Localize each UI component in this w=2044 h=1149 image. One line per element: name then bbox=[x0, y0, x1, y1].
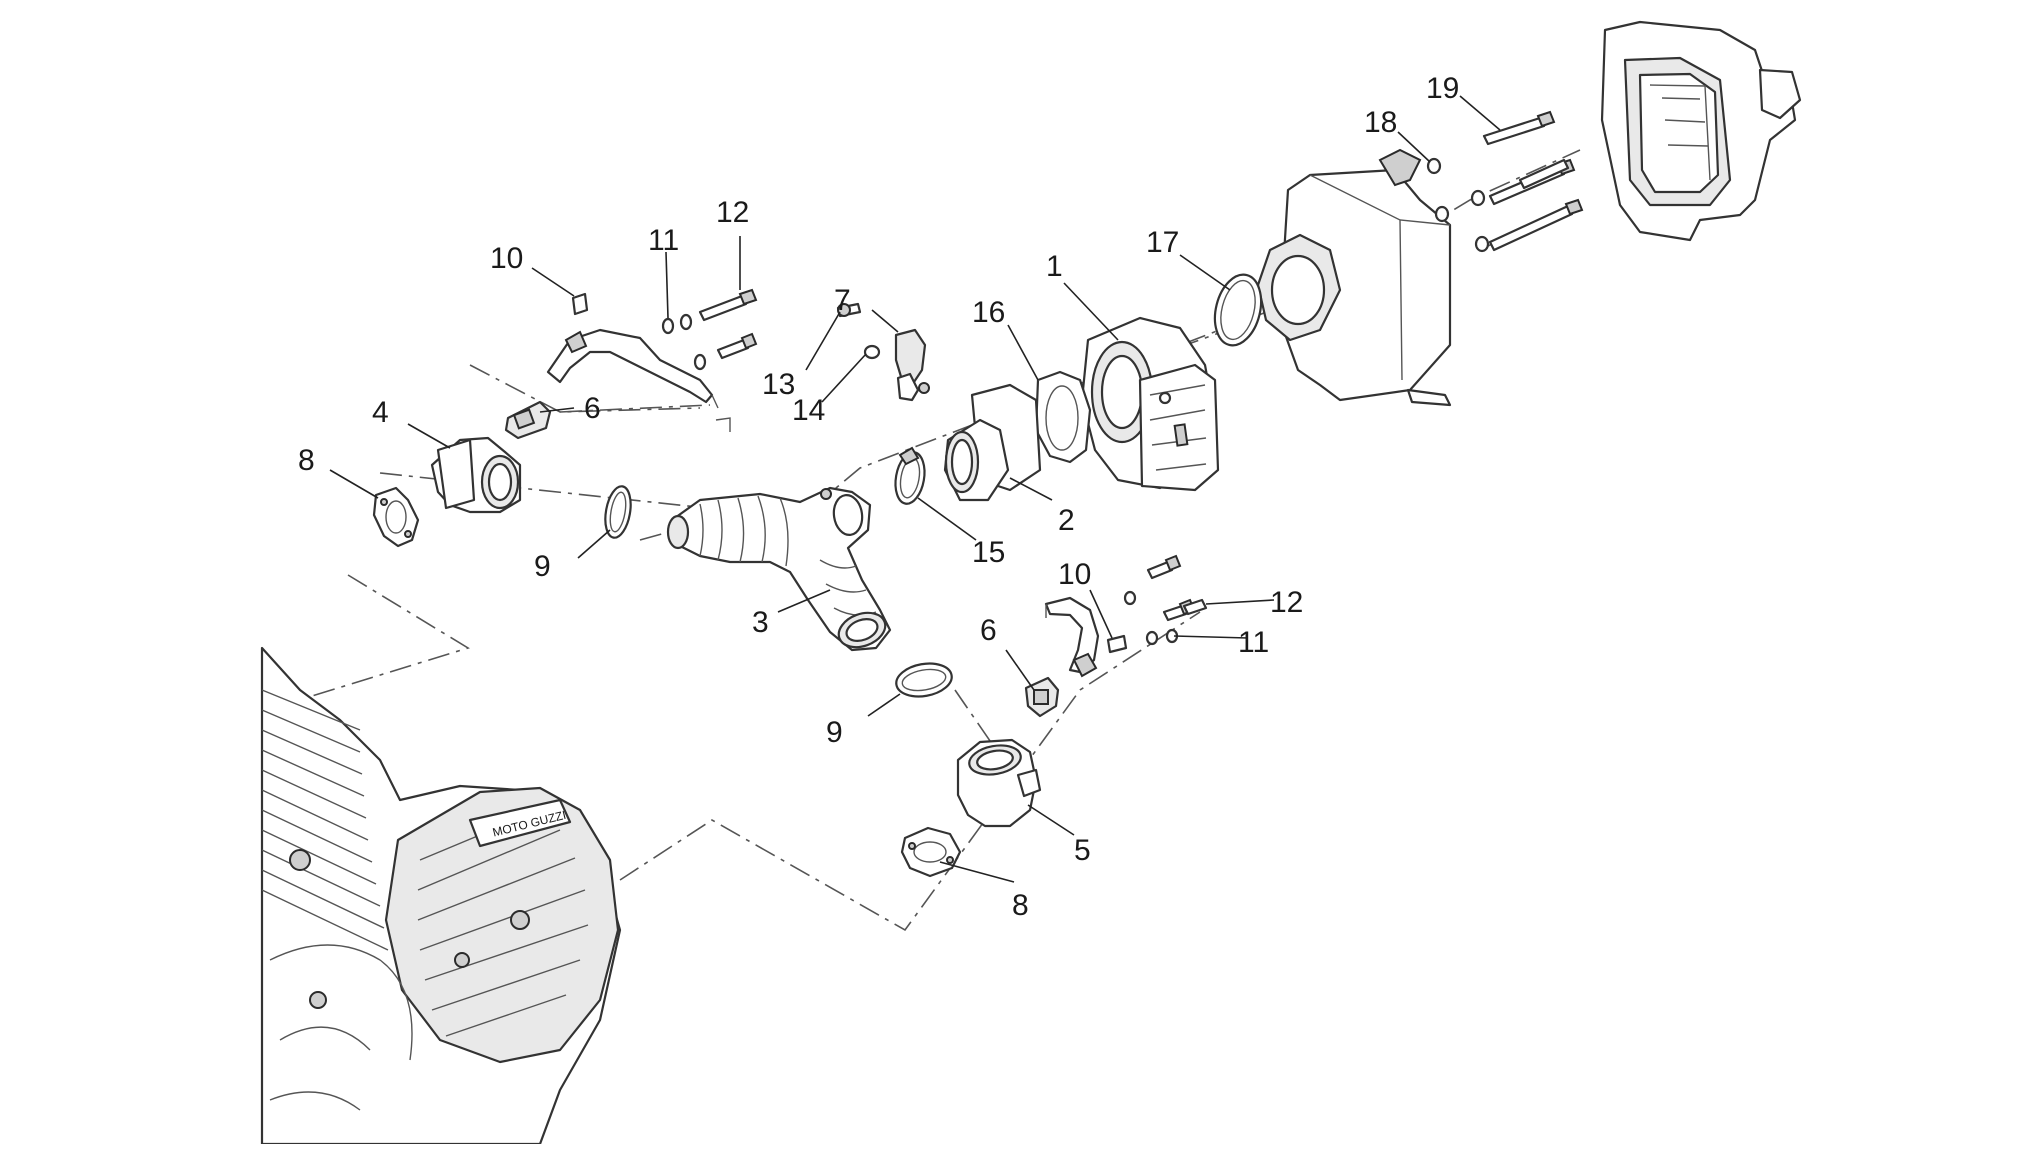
callout-16: 16 bbox=[972, 296, 1005, 329]
part-gasket-16 bbox=[1034, 370, 1092, 464]
callout-2: 2 bbox=[1058, 504, 1075, 537]
callout-8-lower: 8 bbox=[1012, 889, 1029, 922]
callout-17: 17 bbox=[1146, 226, 1179, 259]
callout-6-upper: 6 bbox=[584, 392, 601, 425]
callout-7: 7 bbox=[834, 284, 851, 317]
part-intake-y-pipe bbox=[666, 486, 892, 652]
part-throttle-body bbox=[1080, 316, 1220, 492]
part-fuel-rail-lower bbox=[1044, 596, 1100, 678]
engine-assembly: MOTO GUZZI bbox=[260, 646, 622, 1146]
callout-labels: 1 2 3 4 5 6 6 7 8 8 9 9 10 10 11 11 12 1… bbox=[298, 72, 1459, 922]
fasteners bbox=[571, 110, 1584, 654]
part-fuel-rail-upper bbox=[546, 328, 731, 432]
part-injector-6b bbox=[1024, 676, 1060, 718]
airbox-housing bbox=[1256, 148, 1452, 407]
part-flange-8a bbox=[372, 486, 420, 548]
callout-9-lower: 9 bbox=[826, 716, 843, 749]
callout-1: 1 bbox=[1046, 250, 1063, 283]
callout-6-lower: 6 bbox=[980, 614, 997, 647]
part-adapter-2 bbox=[943, 383, 1042, 502]
callout-9-upper: 9 bbox=[534, 550, 551, 583]
part-flange-8b bbox=[900, 826, 962, 878]
part-gasket-17 bbox=[1213, 273, 1263, 347]
part-intake-manifold-4 bbox=[430, 436, 522, 514]
callout-10-upper: 10 bbox=[490, 242, 523, 275]
callout-5: 5 bbox=[1074, 834, 1091, 867]
callout-8-upper: 8 bbox=[298, 444, 315, 477]
callout-11-lower: 11 bbox=[1238, 626, 1269, 659]
callout-4: 4 bbox=[372, 396, 389, 429]
callout-11-upper: 11 bbox=[648, 224, 679, 257]
callout-10-lower: 10 bbox=[1058, 558, 1091, 591]
callout-12-upper: 12 bbox=[716, 196, 749, 229]
part-sensor-7 bbox=[894, 328, 930, 402]
callout-15: 15 bbox=[972, 536, 1005, 569]
callout-leaders bbox=[329, 95, 1501, 883]
callout-18: 18 bbox=[1364, 106, 1397, 139]
part-clamp-9a bbox=[604, 485, 632, 539]
callout-13: 13 bbox=[762, 368, 795, 401]
part-intake-manifold-5 bbox=[956, 738, 1042, 828]
callout-3: 3 bbox=[752, 606, 769, 639]
airbox-cover bbox=[1600, 20, 1802, 242]
part-injector-6a bbox=[504, 400, 552, 440]
callout-19: 19 bbox=[1426, 72, 1459, 105]
part-clamp-15 bbox=[894, 446, 926, 505]
callout-12-lower: 12 bbox=[1270, 586, 1303, 619]
part-clamp-9b bbox=[895, 662, 953, 698]
callout-14: 14 bbox=[792, 394, 825, 427]
